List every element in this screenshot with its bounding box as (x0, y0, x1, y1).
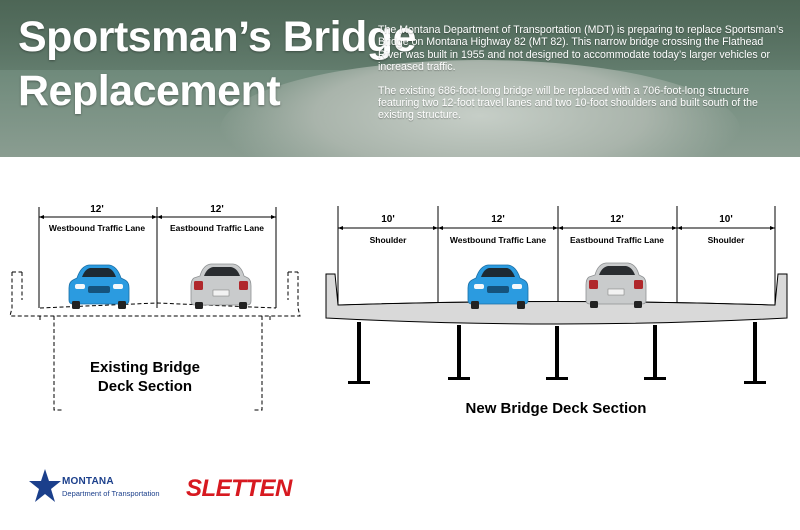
new-lane3-name: Eastbound Traffic Lane (570, 235, 664, 245)
deck-section-diagrams: 12' 12' Westbound Traffic Lane Eastbound… (9, 204, 788, 417)
tree-background (0, 0, 800, 70)
new-lane3-width: 12' (610, 214, 624, 225)
new-dimension-lines (337, 206, 776, 308)
new-lane2-width: 12' (491, 214, 505, 225)
existing-eastbound-car (190, 263, 252, 310)
sletten-name: SLETTEN (186, 475, 292, 502)
new-eastbound-car (585, 262, 647, 309)
existing-lane2-width: 12' (210, 204, 224, 215)
existing-bridge-section: 12' 12' Westbound Traffic Lane Eastbound… (9, 204, 301, 411)
mdt-logo: MONTANA Department of Transportation (28, 466, 178, 506)
mdt-star-icon (29, 469, 61, 502)
existing-lane2-name: Eastbound Traffic Lane (170, 223, 264, 233)
header-banner: Sportsman’s Bridge Replacement The Monta… (0, 0, 800, 157)
existing-caption-line2: Deck Section (98, 378, 192, 395)
new-bridge-section: 10' 12' 12' 10' Shoulder Westbound Traff… (325, 206, 788, 417)
page-title: Sportsman’s Bridge Replacement (18, 10, 417, 118)
new-lane1-name: Shoulder (370, 235, 408, 245)
mdt-name: MONTANA (62, 476, 114, 487)
intro-paragraph-1: The Montana Department of Transportation… (378, 24, 784, 74)
new-lane4-width: 10' (719, 214, 733, 225)
title-line-1: Sportsman’s Bridge (18, 13, 417, 61)
new-lane2-name: Westbound Traffic Lane (450, 235, 546, 245)
new-westbound-car (467, 264, 529, 310)
existing-lane1-width: 12' (90, 204, 104, 215)
new-lane4-name: Shoulder (708, 235, 746, 245)
mdt-dept: Department of Transportation (62, 489, 160, 498)
new-bridge-girders (348, 322, 766, 384)
existing-caption-line1: Existing Bridge (90, 359, 200, 376)
intro-paragraph-2: The existing 686-foot-long bridge will b… (378, 84, 758, 122)
title-line-2: Replacement (18, 67, 281, 115)
existing-westbound-car (68, 264, 130, 310)
new-caption: New Bridge Deck Section (466, 400, 647, 417)
sletten-logo: SLETTEN (186, 474, 298, 504)
new-lane1-width: 10' (381, 214, 395, 225)
intro-text: The Montana Department of Transportation… (378, 24, 788, 133)
new-deck-slab (325, 273, 788, 325)
existing-lane1-name: Westbound Traffic Lane (49, 223, 145, 233)
